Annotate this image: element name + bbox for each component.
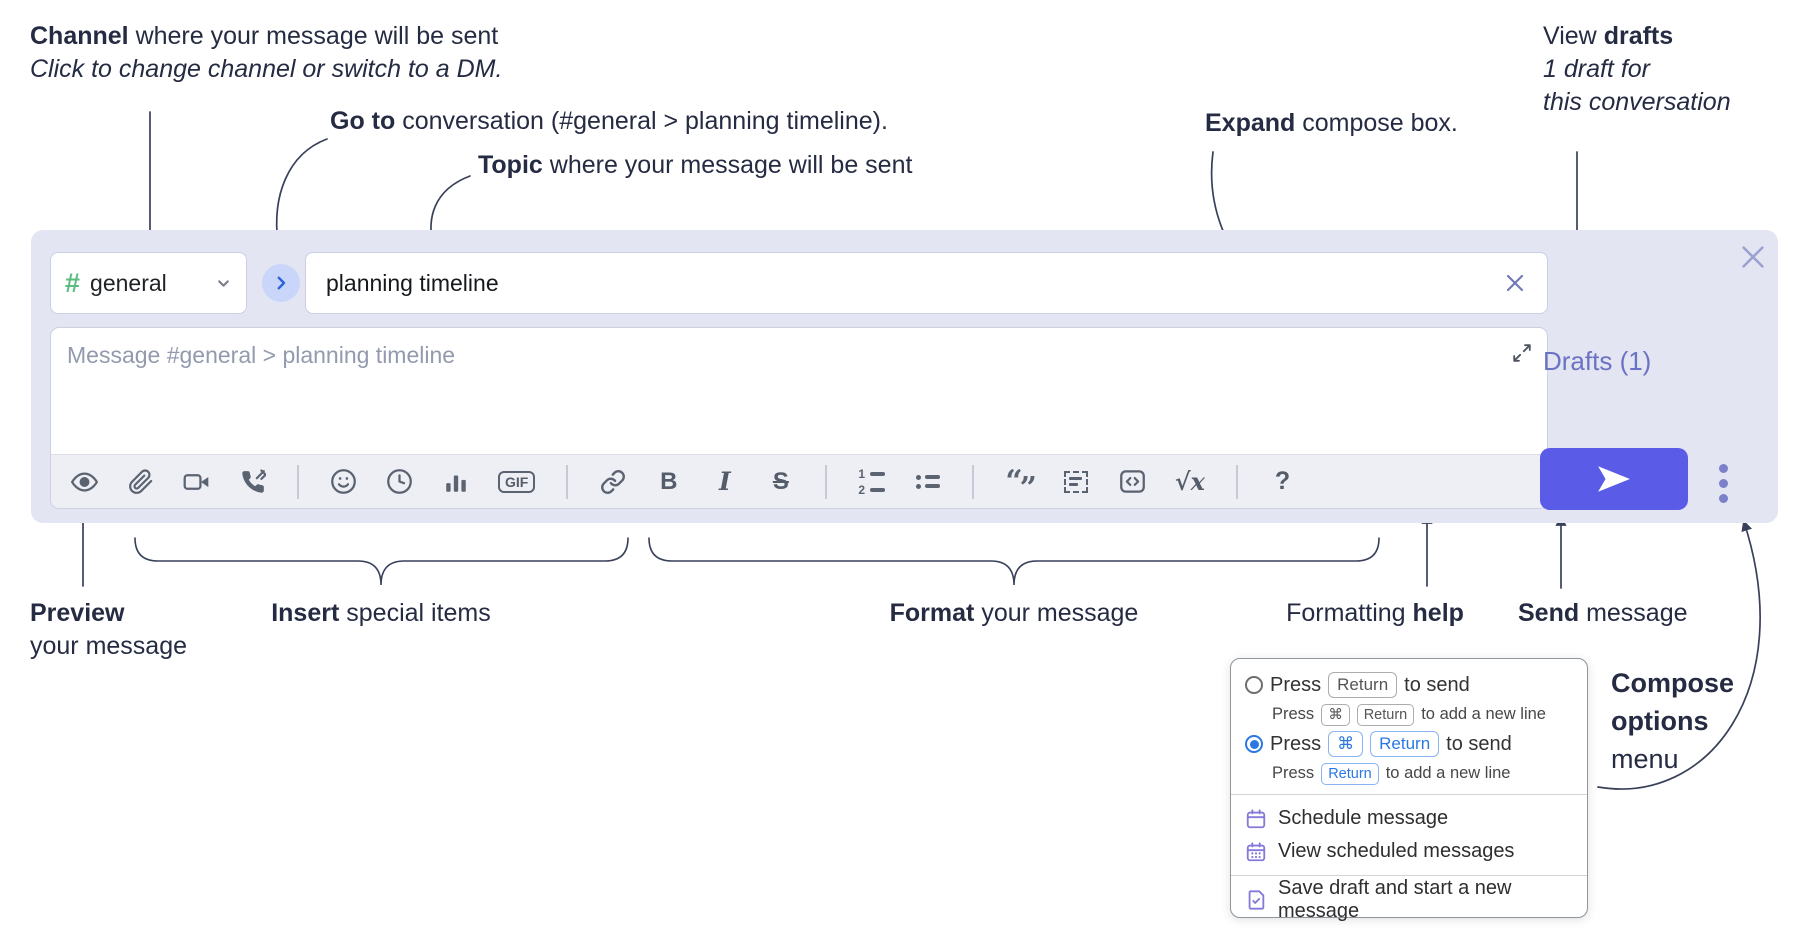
- send-option-return[interactable]: Press Return to send: [1231, 669, 1587, 701]
- time-icon[interactable]: [386, 467, 413, 497]
- chevron-right-icon: [277, 276, 286, 290]
- toolbar-divider: [1235, 464, 1238, 499]
- channel-name: general: [90, 269, 167, 296]
- cmd-key: ⌘: [1328, 731, 1364, 757]
- goto-annotation: Go to conversation (#general > planning …: [330, 107, 888, 135]
- message-box: Message #general > planning timeline: [50, 327, 1548, 509]
- expand-compose-icon[interactable]: [1511, 342, 1533, 369]
- send-option-return-sub: Press ⌘ Return to add a new line: [1258, 701, 1587, 728]
- audio-call-icon[interactable]: [239, 467, 266, 497]
- return-key: Return: [1370, 731, 1440, 757]
- return-key: Return: [1328, 672, 1398, 698]
- calendar-icon: [1246, 808, 1266, 828]
- return-key: Return: [1321, 762, 1379, 785]
- channel-hash-icon: #: [65, 267, 81, 298]
- compose-box: # general planning timeline Message #gen…: [31, 230, 1778, 523]
- format-annotation: Format your message: [889, 599, 1139, 627]
- go-to-conversation-button[interactable]: [262, 264, 300, 302]
- toolbar-divider: [825, 464, 828, 499]
- send-option-cmd-return[interactable]: Press ⌘ Return to send: [1231, 728, 1587, 760]
- goto-arrow: [271, 138, 328, 246]
- video-call-icon[interactable]: [183, 467, 210, 497]
- poll-icon[interactable]: [442, 467, 469, 497]
- send-option-cmd-return-sub: Press Return to add a new line: [1258, 760, 1587, 787]
- compose-options-kebab-icon[interactable]: [1705, 456, 1741, 510]
- code-icon[interactable]: [1119, 467, 1146, 497]
- topic-input[interactable]: planning timeline: [305, 252, 1548, 314]
- math-icon[interactable]: √x: [1174, 467, 1205, 496]
- toolbar-divider: [297, 464, 299, 499]
- compose-toolbar: GIF B I S 1 2: [51, 454, 1547, 508]
- gif-icon[interactable]: GIF: [498, 467, 536, 497]
- channel-selector[interactable]: # general: [50, 252, 247, 314]
- draft-check-icon: [1248, 889, 1265, 910]
- bold-icon[interactable]: B: [660, 467, 678, 495]
- radio-selected-icon[interactable]: [1245, 735, 1263, 753]
- close-compose-icon[interactable]: [1737, 241, 1769, 273]
- calendar-days-icon: [1246, 841, 1266, 861]
- cmd-key: ⌘: [1321, 703, 1350, 726]
- return-key: Return: [1356, 703, 1415, 726]
- channel-annotation-italic: Click to change channel or switch to a D…: [30, 55, 503, 83]
- message-placeholder: Message #general > planning timeline: [67, 342, 456, 368]
- formatting-help-annotation: Formatting help: [1286, 599, 1464, 627]
- numbered-list-icon[interactable]: 1 2: [858, 467, 886, 497]
- emoji-icon[interactable]: [330, 467, 357, 497]
- menu-item-save-draft[interactable]: Save draft and start a new message: [1231, 877, 1587, 922]
- insert-brace: [134, 537, 629, 586]
- topic-value: planning timeline: [326, 269, 499, 296]
- compose-options-annotation: Compose options menu: [1611, 668, 1735, 774]
- topic-annotation: Topic where your message will be sent: [478, 151, 913, 179]
- format-brace: [648, 537, 1380, 586]
- chevron-down-icon: [218, 279, 229, 287]
- expand-annotation: Expand compose box.: [1205, 109, 1458, 137]
- send-plane-icon: [1598, 466, 1630, 492]
- toolbar-divider: [566, 464, 569, 499]
- channel-annotation-rest: where your message will be sent: [128, 22, 499, 50]
- italic-icon[interactable]: I: [718, 467, 731, 496]
- preview-eye-icon[interactable]: [71, 467, 98, 497]
- menu-divider: [1231, 875, 1587, 876]
- view-drafts-annotation: View drafts 1 draft for this conversatio…: [1543, 22, 1731, 116]
- menu-divider: [1231, 794, 1587, 795]
- help-icon[interactable]: ?: [1274, 467, 1291, 495]
- radio-unselected-icon[interactable]: [1245, 676, 1263, 694]
- compose-options-menu: Press Return to send Press ⌘ Return to a…: [1230, 658, 1588, 922]
- spoiler-icon[interactable]: [1063, 467, 1090, 497]
- strikethrough-icon[interactable]: S: [772, 467, 789, 495]
- insert-annotation: Insert special items: [271, 599, 491, 627]
- toolbar-divider: [972, 464, 975, 499]
- preview-annotation: Preview your message: [30, 599, 188, 660]
- clear-topic-icon[interactable]: [1503, 271, 1527, 295]
- drafts-link[interactable]: Drafts (1): [1543, 346, 1652, 376]
- link-icon[interactable]: [599, 467, 626, 497]
- bulleted-list-icon[interactable]: [914, 467, 941, 497]
- send-annotation: Send message: [1518, 599, 1688, 627]
- message-textarea[interactable]: Message #general > planning timeline: [51, 328, 1547, 454]
- quote-icon[interactable]: “”: [1005, 463, 1037, 506]
- send-button[interactable]: [1540, 448, 1688, 510]
- menu-item-schedule-message[interactable]: Schedule message: [1231, 802, 1587, 835]
- channel-annotation: Channel where your message will be sent …: [30, 20, 502, 86]
- channel-annotation-bold: Channel: [30, 22, 129, 50]
- menu-item-view-scheduled[interactable]: View scheduled messages: [1231, 835, 1587, 868]
- attach-file-icon[interactable]: [127, 467, 154, 497]
